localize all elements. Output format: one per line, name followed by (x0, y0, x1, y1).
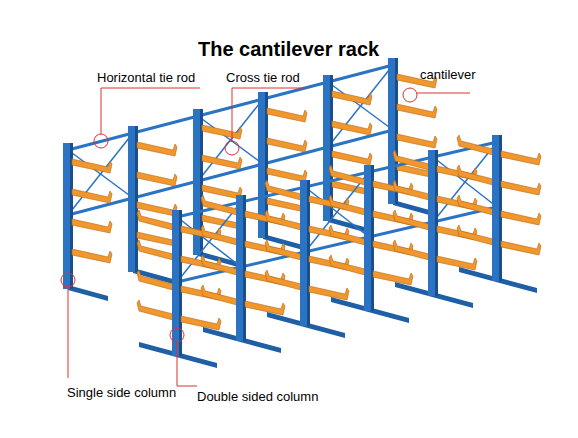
double-sided-columns (137, 135, 541, 368)
part-label: cantilever (420, 67, 476, 82)
part-label: Double sided column (197, 389, 318, 404)
part-label: Single side column (67, 385, 176, 400)
part-label: Cross tie rod (226, 70, 300, 85)
diagram-title: The cantilever rack (198, 38, 379, 61)
callout-leaders (61, 88, 470, 386)
part-label: Horizontal tie rod (97, 70, 195, 85)
